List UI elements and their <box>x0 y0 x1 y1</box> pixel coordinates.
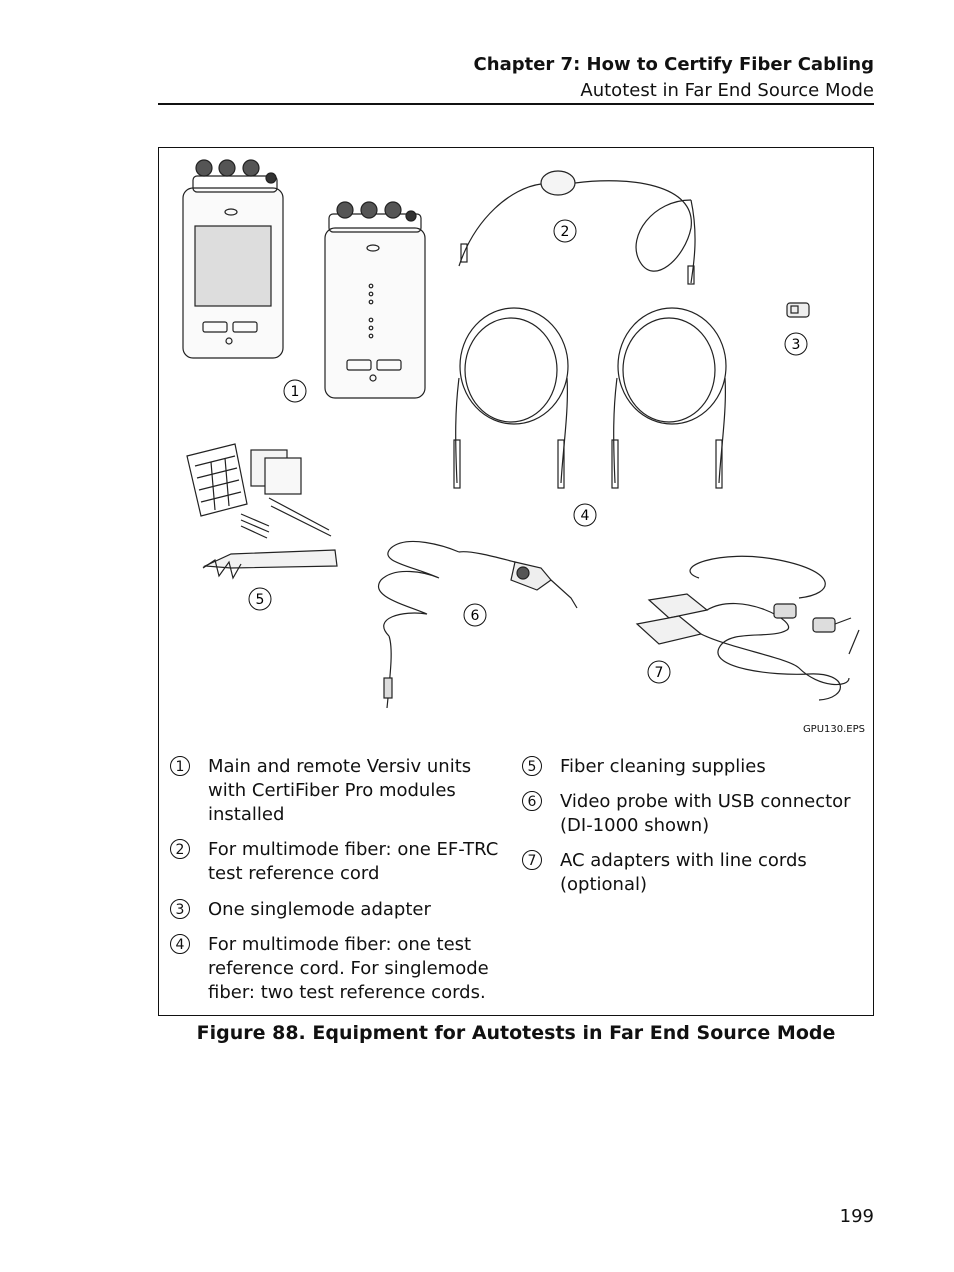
svg-text:6: 6 <box>471 608 480 624</box>
callout-1: 1 <box>283 379 307 403</box>
callout-4: 4 <box>573 503 597 527</box>
callout-3: 3 <box>784 332 808 356</box>
legend-number: 5 <box>522 756 542 776</box>
legend-text: Main and remote Versiv units with CertiF… <box>208 756 472 825</box>
legend-text: For multimode fiber: one test reference … <box>208 934 489 1003</box>
svg-text:5: 5 <box>256 592 265 608</box>
svg-text:3: 3 <box>792 337 801 353</box>
ef-trc-cord-drawing <box>458 170 696 285</box>
legend-number: 2 <box>170 839 190 859</box>
legend-text: Video probe with USB connector (DI-1000 … <box>560 791 851 836</box>
legend-text: AC adapters with line cords (optional) <box>560 850 807 895</box>
legend-number: 1 <box>170 756 190 776</box>
legend-number: 3 <box>170 899 190 919</box>
chapter-title: Chapter 7: How to Certify Fiber Cabling <box>473 54 874 75</box>
header-divider <box>158 103 874 105</box>
svg-text:2: 2 <box>561 224 570 240</box>
legend-text: Fiber cleaning supplies <box>560 756 766 777</box>
figure-frame: 1 2 3 4 5 6 7 <box>158 147 874 1016</box>
callout-5: 5 <box>248 587 272 611</box>
page-number: 199 <box>839 1206 874 1227</box>
legend-number: 6 <box>522 791 542 811</box>
callout-2: 2 <box>553 219 577 243</box>
main-unit-drawing <box>182 159 284 359</box>
legend-number: 7 <box>522 850 542 870</box>
legend-text: For multimode fiber: one EF-TRC test ref… <box>208 839 499 884</box>
callout-6: 6 <box>463 603 487 627</box>
singlemode-adapter-drawing <box>786 302 810 318</box>
legend-number: 4 <box>170 934 190 954</box>
video-probe-drawing <box>378 540 578 709</box>
section-title: Autotest in Far End Source Mode <box>580 80 874 101</box>
svg-text:4: 4 <box>581 508 590 524</box>
ac-adapters-drawing <box>635 555 860 701</box>
remote-unit-drawing <box>324 201 426 399</box>
legend-text: One singlemode adapter <box>208 899 431 920</box>
svg-text:1: 1 <box>291 384 300 400</box>
figure-file-label: GPU130.EPS <box>802 724 865 735</box>
figure-caption: Figure 88. Equipment for Autotests in Fa… <box>196 1022 836 1044</box>
cleaning-supplies-drawing <box>186 443 338 580</box>
callout-7: 7 <box>647 660 671 684</box>
svg-text:7: 7 <box>655 665 664 681</box>
equipment-illustration: 1 2 3 4 5 6 7 <box>182 159 860 709</box>
test-reference-cords-drawing <box>453 307 727 489</box>
callout-markers: 1 2 3 4 5 6 7 <box>248 219 808 684</box>
